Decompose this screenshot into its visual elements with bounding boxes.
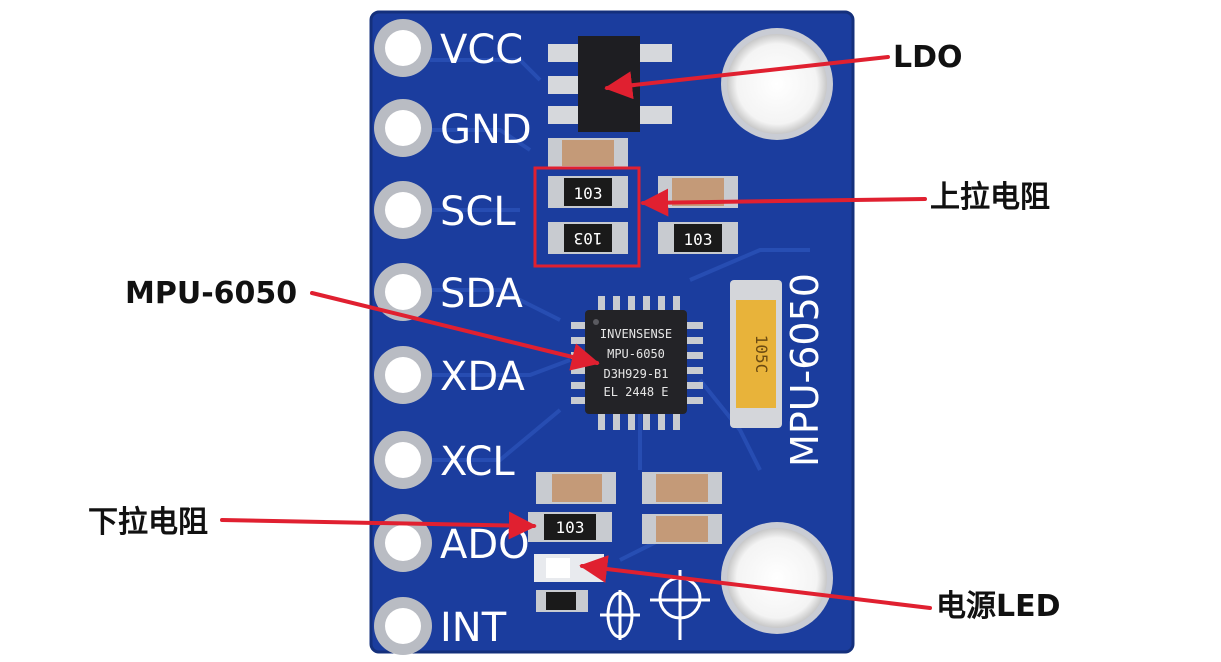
chip-pin — [628, 414, 635, 430]
chip-pin — [673, 296, 680, 312]
capacitor-smd — [548, 138, 628, 168]
arrow-pulldown — [220, 511, 537, 540]
pin-hole — [385, 110, 421, 146]
chip-pin — [687, 382, 703, 389]
pullup-bottom-code: 103 — [574, 229, 603, 248]
chip-line-1: INVENSENSE — [600, 327, 672, 341]
pullup-resistors: 103 103 — [548, 176, 628, 254]
tantalum-capacitor: 105C — [730, 280, 782, 428]
chip-pin — [613, 296, 620, 312]
arrow-mpu — [310, 291, 600, 371]
callout-ldo: LDO — [893, 40, 963, 75]
pin-label: SDA — [440, 271, 523, 317]
pin-label: XDA — [440, 354, 526, 400]
callout-arrows — [220, 55, 932, 610]
board-silkscreen: MPU-6050 — [783, 273, 827, 467]
pin-hole — [385, 525, 421, 561]
pullup-highlight-box — [533, 166, 641, 268]
mpu6050-chip: INVENSENSE MPU-6050 D3H929-B1 EL 2448 E — [571, 296, 703, 430]
pin-label: GND — [440, 107, 532, 153]
pin-hole — [385, 357, 421, 393]
chip-pin — [598, 296, 605, 312]
pin-label: INT — [440, 605, 507, 651]
lower-passives — [536, 472, 722, 544]
chip-pin — [658, 296, 665, 312]
arrow-ldo — [604, 55, 890, 100]
callout-pullup: 上拉电阻 — [930, 180, 1050, 215]
pin-hole — [385, 442, 421, 478]
pin-hole — [385, 274, 421, 310]
pin-label: XCL — [440, 439, 515, 485]
capacitor-marking: 105C — [752, 335, 771, 374]
header-pins: VCC GND SCL SDA XDA XCL ADO INT — [374, 19, 532, 655]
pulldown-code: 103 — [556, 518, 585, 537]
pin-label: SCL — [440, 189, 516, 235]
chip-line-4: EL 2448 E — [603, 385, 668, 399]
pin-hole — [385, 192, 421, 228]
chip-pin — [598, 414, 605, 430]
chip-pin — [687, 367, 703, 374]
mounting-holes — [721, 28, 833, 634]
chip-pin — [643, 414, 650, 430]
chip-pin — [658, 414, 665, 430]
pin-label: ADO — [440, 522, 530, 568]
chip-pin — [571, 367, 587, 374]
chip-pin — [673, 414, 680, 430]
chip-pin — [571, 322, 587, 329]
chip-line-3: D3H929-B1 — [603, 367, 668, 381]
chip-line-2: MPU-6050 — [607, 347, 665, 361]
right-resistor-code: 103 — [684, 230, 713, 249]
callout-led: 电源LED — [936, 589, 1061, 624]
chip-pin — [687, 337, 703, 344]
pin-label: VCC — [440, 27, 523, 73]
callout-mpu: MPU-6050 — [125, 276, 298, 311]
chip-pin — [571, 382, 587, 389]
chip-pin — [687, 397, 703, 404]
chip-pin — [687, 322, 703, 329]
chip-pin — [628, 296, 635, 312]
arrow-led — [579, 555, 932, 610]
pin-hole — [385, 30, 421, 66]
chip-pin — [613, 414, 620, 430]
arrow-pullup — [640, 188, 927, 217]
pin-hole — [385, 608, 421, 644]
chip-pin — [571, 337, 587, 344]
chip-pin — [687, 352, 703, 359]
callout-pulldown: 下拉电阻 — [88, 505, 208, 540]
pullup-top-code: 103 — [574, 184, 603, 203]
chip-pin — [571, 397, 587, 404]
chip-pin — [643, 296, 650, 312]
pulldown-resistor: 103 — [528, 512, 612, 542]
